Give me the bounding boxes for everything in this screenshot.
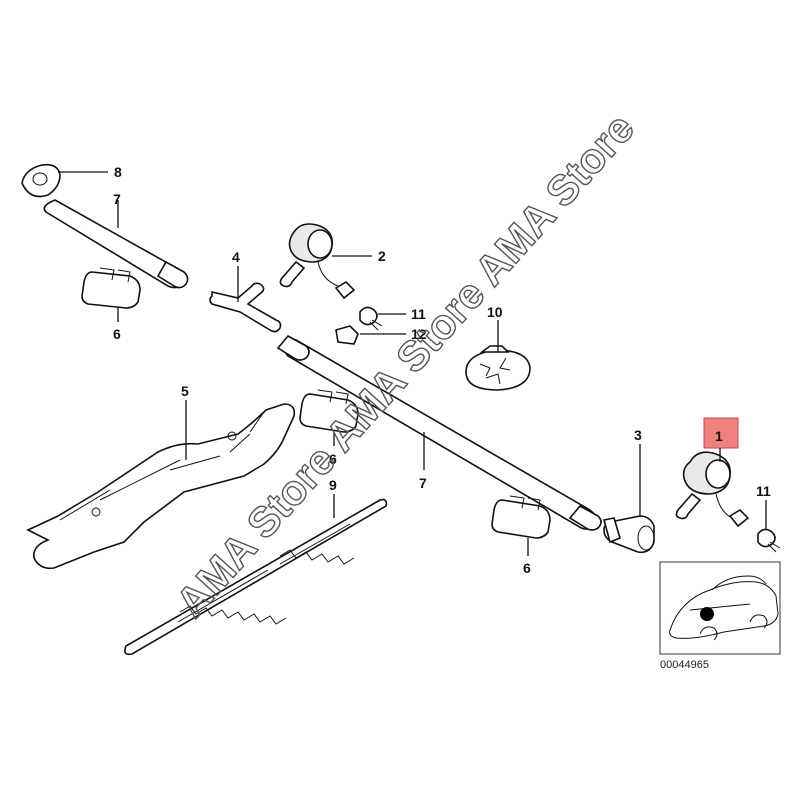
callout-9: 9 bbox=[329, 477, 337, 493]
part-8-grommet bbox=[21, 163, 108, 198]
part-7-hose-upper bbox=[43, 199, 189, 289]
callout-1: 1 bbox=[715, 428, 723, 444]
callout-6-lower: 6 bbox=[523, 560, 531, 576]
car-location-inset bbox=[659, 561, 781, 655]
callout-2: 2 bbox=[378, 248, 386, 264]
watermark-text: AMA Store AMA Store AMA Store bbox=[167, 104, 643, 626]
part-6-clip-lower bbox=[491, 495, 551, 556]
part-7-hose-middle bbox=[276, 334, 602, 531]
callout-5: 5 bbox=[181, 383, 189, 399]
part-11-bulb-lower bbox=[757, 500, 781, 553]
part-11-bulb-upper bbox=[359, 306, 406, 331]
callout-12: 12 bbox=[411, 326, 427, 342]
highlight-box bbox=[703, 417, 739, 449]
callout-7-middle: 7 bbox=[419, 475, 427, 491]
part-1-nozzle bbox=[675, 417, 750, 528]
callout-10: 10 bbox=[487, 304, 503, 320]
callout-3: 3 bbox=[634, 427, 642, 443]
car-location-icon bbox=[700, 607, 714, 621]
part-3-elbow bbox=[603, 444, 655, 554]
part-5-bracket bbox=[26, 400, 296, 570]
callout-6-upper: 6 bbox=[113, 326, 121, 342]
part-10-cap bbox=[465, 320, 531, 391]
callout-7-upper: 7 bbox=[113, 191, 121, 207]
part-9-spiral-cable bbox=[124, 494, 388, 656]
callout-4: 4 bbox=[232, 249, 240, 265]
part-6-clip-middle bbox=[299, 389, 359, 446]
callout-8: 8 bbox=[114, 164, 122, 180]
part-4-t-connector bbox=[209, 266, 282, 333]
callout-6-middle: 6 bbox=[329, 451, 337, 467]
part-2-nozzle bbox=[279, 223, 372, 300]
part-12-clip bbox=[335, 325, 406, 345]
part-6-clip-upper bbox=[81, 267, 141, 322]
catalog-number: 00044965 bbox=[660, 659, 709, 671]
callout-11-upper: 11 bbox=[411, 306, 426, 322]
callout-11-lower: 11 bbox=[756, 483, 771, 499]
